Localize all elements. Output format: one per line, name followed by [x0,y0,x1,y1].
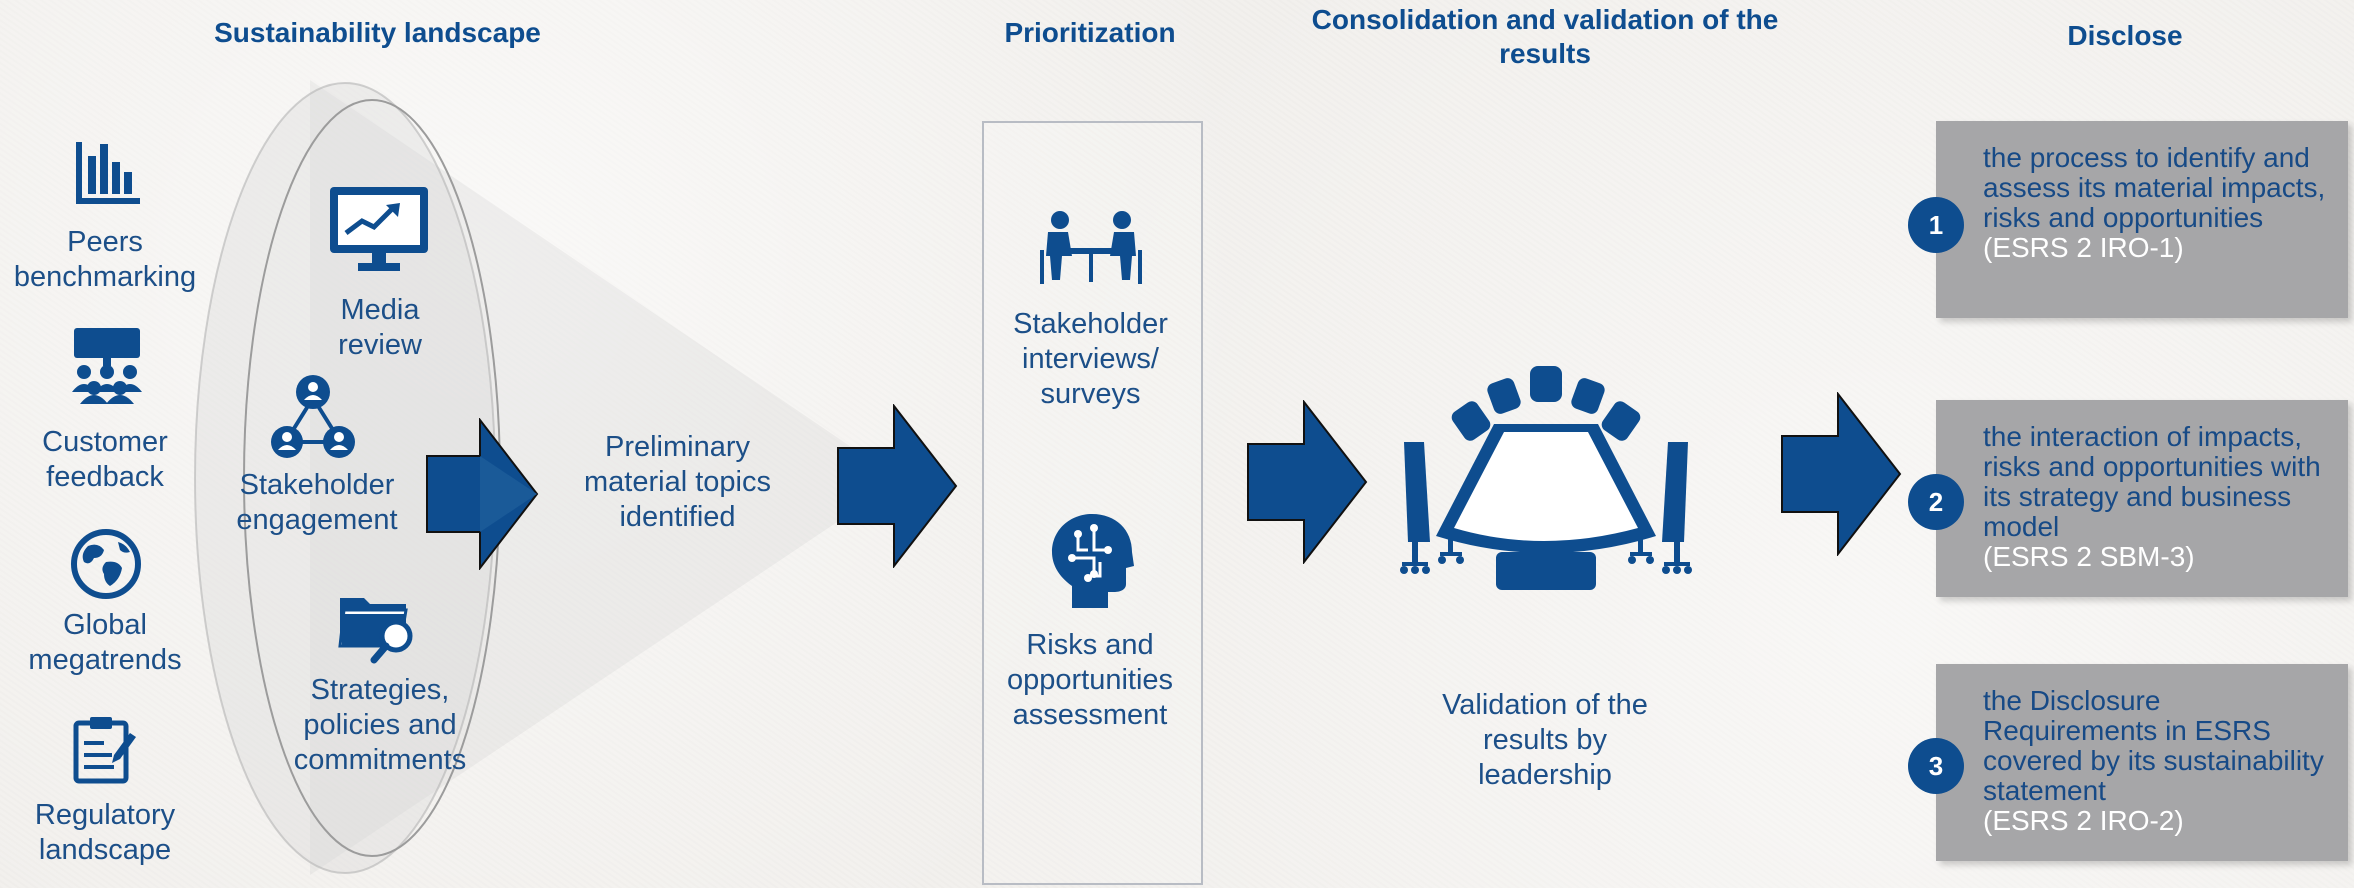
label-stakeholder-interviews: Stakeholder interviews/ surveys [1013,308,1168,410]
label-risks-opportunities: Risks and opportunities assessment [1006,629,1174,731]
disclose-card-3: the Disclosure Requirements in ESRS cove… [1936,664,2348,861]
arrow-to-preliminary [426,418,539,570]
heading-consolidation: Consolidation and validation of the resu… [1311,4,1779,69]
disclose-text-2: the interaction of impacts, risks and op… [1983,421,2321,542]
monitor-chart-icon [330,187,428,271]
arrow-to-disclose [1781,392,1902,556]
conference-table-icon [1400,366,1692,590]
disclose-badge-3: 3 [1908,738,1964,794]
disclose-ref-3: (ESRS 2 IRO-2) [1983,805,2184,836]
disclose-card-2: the interaction of impacts, risks and op… [1936,400,2348,597]
heading-sustainability-landscape: Sustainability landscape [214,17,541,48]
label-global-megatrends: Global megatrends [28,609,182,676]
label-regulatory-landscape: Regulatory landscape [34,799,176,866]
presentation-group-icon [72,328,142,404]
label-customer-feedback: Customer feedback [42,426,168,493]
label-validation: Validation of the results by leadership [1442,689,1648,791]
disclose-text-3: the Disclosure Requirements in ESRS cove… [1983,685,2324,806]
label-stakeholder-engagement: Stakeholder engagement [236,469,398,536]
interview-icon [1040,211,1142,284]
disclose-ref-1: (ESRS 2 IRO-1) [1983,232,2184,263]
disclose-ref-2: (ESRS 2 SBM-3) [1983,541,2195,572]
label-peers-benchmarking: Peers benchmarking [13,226,197,293]
folder-search-icon [338,598,413,664]
heading-prioritization: Prioritization [1004,17,1176,48]
label-strategies-policies: Strategies, policies and commitments [293,674,467,776]
arrow-to-prioritization [837,404,958,568]
disclose-badge-2: 2 [1908,474,1964,530]
ai-head-icon [1052,514,1134,608]
disclose-card-1: the process to identify and assess its m… [1936,121,2348,318]
label-media-review: Media review [338,294,422,361]
network-people-icon [271,375,355,458]
bar-chart-icon [76,142,140,204]
arrow-to-consolidation [1247,400,1368,564]
clipboard-icon [73,717,136,784]
heading-disclose: Disclose [2067,20,2183,51]
disclose-badge-1: 1 [1908,197,1964,253]
disclose-text-1: the process to identify and assess its m… [1983,142,2326,233]
globe-icon [71,529,141,599]
label-preliminary-topics: Preliminary material topics identified [584,431,771,533]
